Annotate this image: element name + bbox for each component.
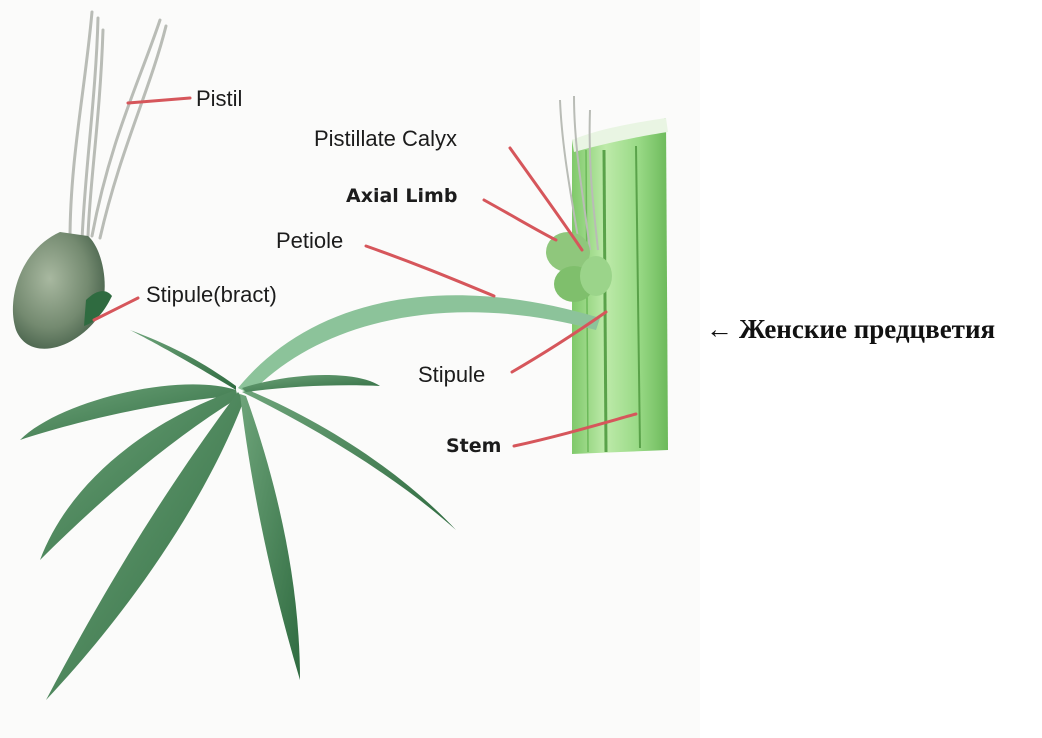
left-arrow-icon: ← [706, 314, 733, 344]
caption-text: Женские предцветия [739, 314, 995, 344]
label-stipule-bract: Stipule(bract) [146, 282, 277, 307]
label-pistil: Pistil [196, 86, 242, 111]
calyx-pod [13, 232, 112, 349]
compound-leaf [20, 330, 456, 700]
label-stem: Stem [446, 435, 501, 457]
label-axial-limb: Axial Limb [346, 185, 457, 207]
pistil-hairs [70, 12, 166, 240]
label-petiole: Petiole [276, 228, 343, 253]
label-stipule: Stipule [418, 362, 485, 387]
caption-female-preflowers: ←Женские предцветия [706, 314, 995, 345]
cannabis-pistillate-flower-diagram: Pistil Pistillate Calyx Axial Limb Petio… [0, 0, 700, 738]
label-pistillate-calyx: Pistillate Calyx [314, 126, 457, 151]
